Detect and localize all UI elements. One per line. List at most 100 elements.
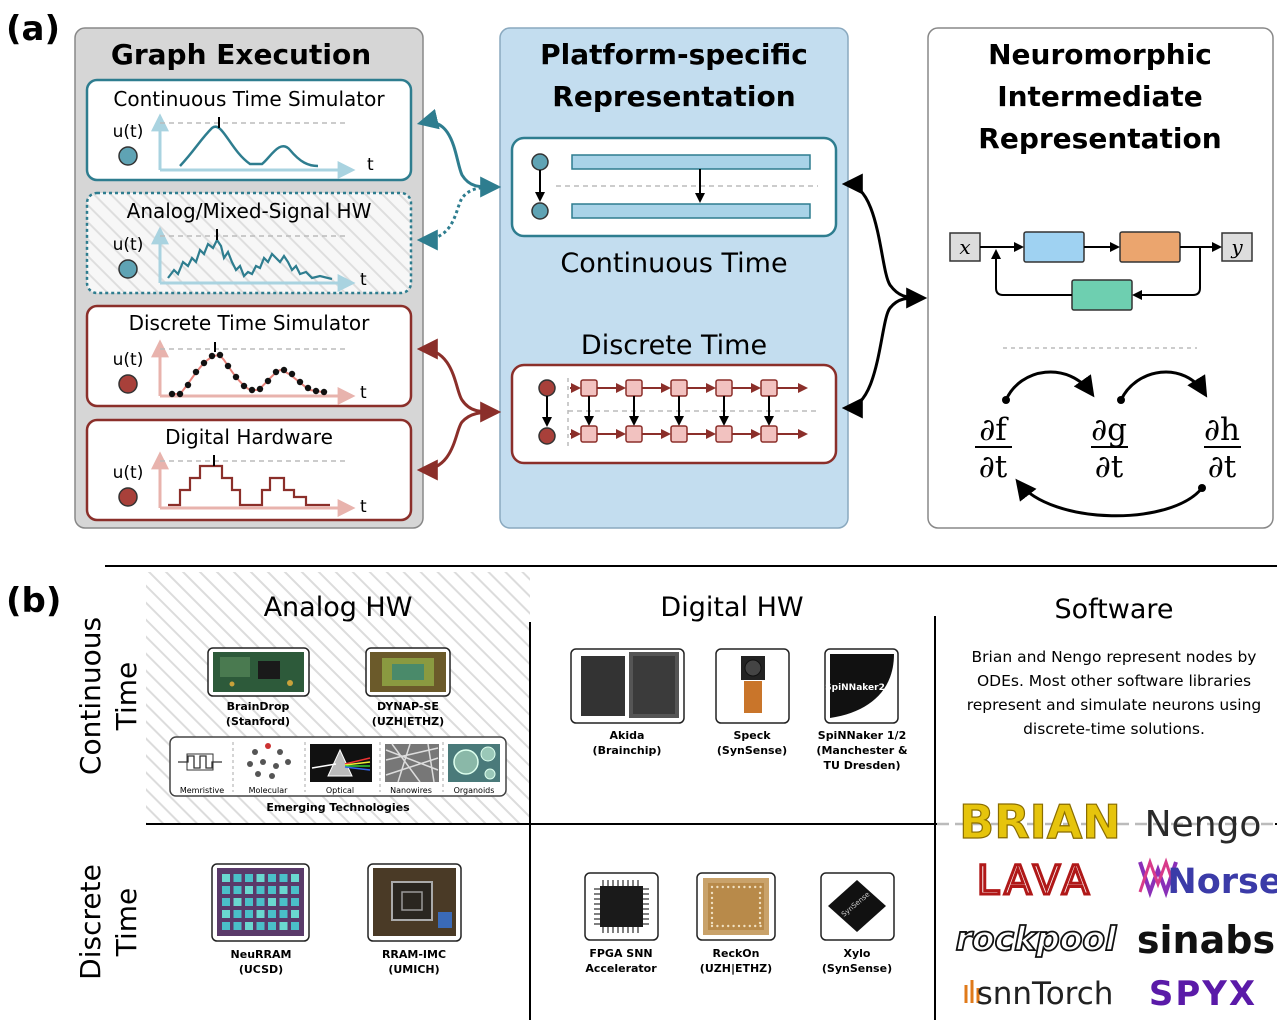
spinnaker-logo: SpiNNaker2 [825,683,885,693]
dh-dt-den: ∂t [1208,449,1237,485]
continuous-time-label: Continuous Time [560,248,787,279]
discrete-step-grid [570,379,808,443]
nengo-logo: Nengo [1145,804,1262,845]
row-label-discrete-2: Time [110,888,143,958]
nanowires-icon [385,743,439,783]
membrane-trace [167,237,333,281]
nir-title-line3: Representation [978,122,1221,155]
svg-text:FPGA SNN: FPGA SNN [589,947,652,960]
emerging-label: Emerging Technologies [266,801,410,814]
svg-text:(UMICH): (UMICH) [388,963,439,976]
neuron-node [118,259,138,279]
software-desc-line1: Brian and Nengo represent nodes by [972,648,1257,666]
norse-logo: Norse [1138,857,1277,902]
svg-text:RRAM-IMC: RRAM-IMC [382,948,446,961]
svg-text:(UZH|ETHZ): (UZH|ETHZ) [700,962,772,975]
continuous-time-simulator-box: Continuous Time Simulator u(t) t [85,78,413,182]
row-label-continuous-2: Time [110,662,143,732]
df-dt-den: ∂t [979,449,1008,485]
svg-text:Organoids: Organoids [454,786,495,795]
braindrop-card: BrainDrop (Stanford) [207,647,310,728]
y-axis-label: u(t) [113,122,144,142]
neuron-node [118,487,138,507]
svg-text:(Stanford): (Stanford) [226,715,290,728]
svg-text:(Manchester &: (Manchester & [816,744,908,757]
dynap-se-card: DYNAP-SE (UZH|ETHZ) [365,647,451,728]
row-label-continuous-1: Continuous [74,617,107,775]
node-f [1023,231,1085,263]
time-step-node [625,379,643,397]
discrete-time-label: Discrete Time [581,330,767,361]
connector-arrows [416,108,928,481]
svg-text:(SynSense): (SynSense) [717,744,787,757]
derivative-cycle: ∂f ∂t ∂g ∂t ∂h ∂t [975,370,1241,518]
time-step-node [670,425,688,443]
x-axis-label: t [360,383,367,403]
time-step-node [580,379,598,397]
svg-text:Molecular: Molecular [249,786,289,795]
svg-text:(SynSense): (SynSense) [822,962,892,975]
input-node [949,232,981,262]
snntorch-logo: snnTorch [964,976,1114,1012]
svg-text:DYNAP-SE: DYNAP-SE [377,700,439,713]
discrete-time-simulator-box: Discrete Time Simulator u(t) t [85,304,413,408]
box-title: Discrete Time Simulator [129,311,371,335]
continuous-time-graph [510,136,838,238]
memristor-icon [178,755,222,769]
brian-logo: BRIAN [959,795,1121,849]
panel-a-label: (a) [6,9,60,49]
y-axis-label: u(t) [113,235,144,255]
prism-icon [310,744,372,782]
dg-dt-den: ∂t [1095,449,1124,485]
svg-text:Nanowires: Nanowires [390,786,432,795]
rockpool-logo: rockpool [956,919,1117,958]
analog-mixed-signal-box: Analog/Mixed-Signal HW u(t) t [85,191,413,295]
box-title: Continuous Time Simulator [113,87,385,111]
nir-panel [927,27,1274,529]
time-step-node [760,379,778,397]
nir-title-line2: Intermediate [997,80,1203,113]
y-axis-label: u(t) [113,350,144,370]
membrane-trace [179,125,319,168]
software-desc-line2: ODEs. Most other software libraries [977,672,1251,690]
node-g [1071,279,1133,311]
time-step-node [715,379,733,397]
svg-text:snnTorch: snnTorch [977,976,1114,1012]
platform-title-line1: Platform-specific [540,38,808,71]
svg-text:Akida: Akida [610,729,645,742]
svg-text:(Brainchip): (Brainchip) [593,744,662,757]
output-node [1221,232,1253,262]
svg-text:SpiNNaker 1/2: SpiNNaker 1/2 [818,729,906,742]
software-desc-line4: discrete-time solutions. [1023,720,1205,738]
col-header-analog: Analog HW [264,592,413,623]
digital-hardware-box: Digital Hardware u(t) t [85,418,413,522]
svg-text:BrainDrop: BrainDrop [227,700,290,713]
molecule-icon [247,743,291,779]
svg-text:Xylo: Xylo [844,947,871,960]
graph-execution-title: Graph Execution [111,38,371,71]
box-title: Analog/Mixed-Signal HW [127,199,372,223]
x-axis-label: t [360,270,367,290]
svg-text:Speck: Speck [733,729,771,742]
svg-text:TU Dresden): TU Dresden) [823,759,900,772]
svg-text:Norse: Norse [1167,862,1277,902]
time-step-node [670,379,688,397]
neurram-card: NeuRRAM (UCSD) [211,863,310,976]
row-label-discrete-1: Discrete [74,864,107,980]
membrane-trace [168,464,330,507]
box-title: Digital Hardware [165,425,333,449]
nir-title-line1: Neuromorphic [988,38,1212,71]
speck-card: Speck (SynSense) [715,648,790,757]
rram-imc-card: RRAM-IMC (UMICH) [367,863,462,976]
akida-card: Akida (Brainchip) [570,648,685,757]
df-dt-num: ∂f [979,412,1009,448]
time-step-node [760,425,778,443]
discrete-time-graph [510,363,838,465]
svg-text:Optical: Optical [326,786,354,795]
neuron-node [118,374,138,394]
panel-b-label: (b) [6,581,61,621]
svg-text:(UZH|ETHZ): (UZH|ETHZ) [372,715,444,728]
platform-title-line2: Representation [552,80,795,113]
spyx-logo: SPYX [1149,974,1257,1014]
